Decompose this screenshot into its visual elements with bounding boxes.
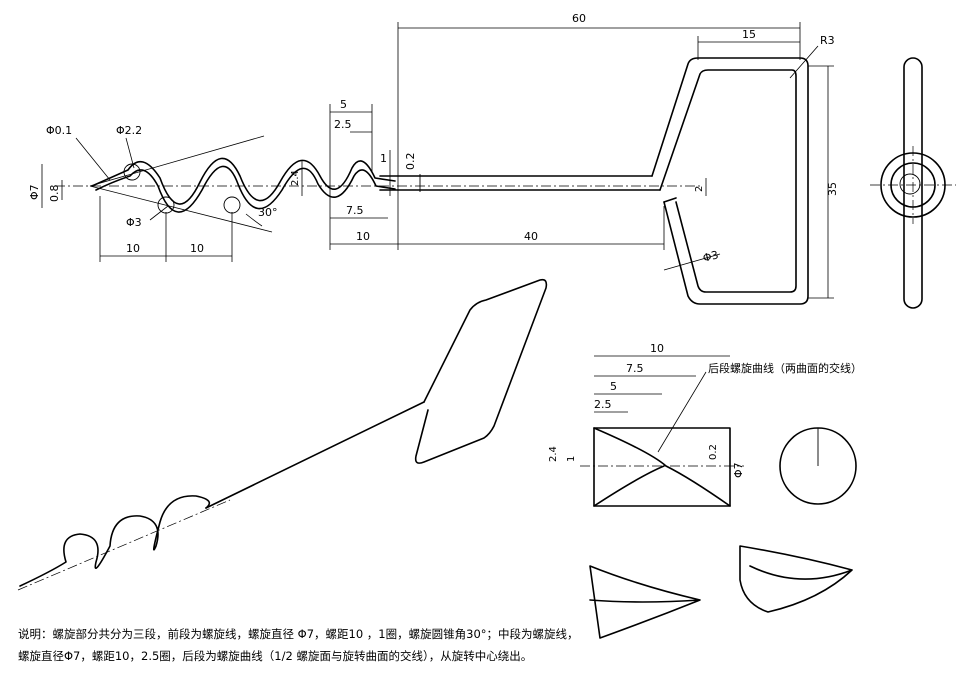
helix-wire-outer bbox=[91, 157, 396, 205]
detail-dim-2-4-label: 2.4 bbox=[548, 446, 559, 462]
handle-inner bbox=[659, 69, 797, 293]
dim-10-c-label: 10 bbox=[356, 230, 370, 243]
dim-phi2-2-label: Φ2.2 bbox=[116, 124, 142, 137]
dim-phi0-1-label: Φ0.1 bbox=[46, 124, 72, 137]
detail-dim-7-5-label: 7.5 bbox=[626, 362, 644, 375]
dim-0-8-label: 0.8 bbox=[48, 185, 61, 203]
detail-view: 10 7.5 5 2.5 2.4 1 0.2 Φ7 后段螺旋曲线（两曲面的交线） bbox=[548, 342, 862, 639]
iso-shaft bbox=[205, 401, 425, 509]
iso-handle bbox=[414, 278, 548, 464]
dim-1-label: 1 bbox=[380, 152, 387, 165]
dim-phi3-left-leader bbox=[149, 205, 169, 221]
dim-10-a-label: 10 bbox=[126, 242, 140, 255]
dim-2-right-label: 2 bbox=[694, 186, 705, 192]
dim-cone-lower bbox=[89, 185, 273, 233]
dim-0-2-label: 0.2 bbox=[404, 153, 417, 171]
detail-frame bbox=[593, 427, 731, 507]
helix-section-circle-b bbox=[223, 196, 241, 214]
dim-phi2-2-leader bbox=[125, 137, 135, 169]
helix-wire-inner bbox=[95, 165, 396, 213]
detail-curve-lower bbox=[593, 465, 665, 507]
dim-40-label: 40 bbox=[524, 230, 538, 243]
dim-2-5-label: 2.5 bbox=[334, 118, 352, 131]
dim-35-label: 35 bbox=[826, 182, 839, 196]
detail-label: 后段螺旋曲线（两曲面的交线） bbox=[708, 361, 862, 375]
iso-axis bbox=[17, 499, 231, 591]
note-line-2: 螺旋直径Φ7，螺距10，2.5圈，后段为螺旋曲线（1/2 螺旋面与旋转曲面的交线… bbox=[18, 649, 533, 663]
dim-5-label: 5 bbox=[340, 98, 347, 111]
dim-10-b-label: 10 bbox=[190, 242, 204, 255]
side-view bbox=[870, 57, 956, 309]
isometric-view bbox=[17, 278, 548, 591]
dim-r3-label: R3 bbox=[820, 34, 835, 47]
detail-dim-0-2-label: 0.2 bbox=[708, 444, 719, 460]
iso-helix bbox=[19, 495, 211, 587]
dim-phi3-left-label: Φ3 bbox=[126, 216, 142, 229]
front-view: 60 15 R3 35 5 2.5 1 0.2 Φ0.1 Φ2.2 Φ7 0. bbox=[28, 12, 839, 305]
dim-phi0-1-leader bbox=[75, 137, 111, 181]
note-line-1: 说明：螺旋部分共分为三段，前段为螺旋线，螺旋直径 Φ7，螺距10 ，1圈，螺旋圆… bbox=[18, 627, 579, 641]
dim-2-4-label: 2.4 bbox=[290, 170, 301, 186]
surface-sketch-left bbox=[589, 565, 701, 639]
dim-phi7-label: Φ7 bbox=[28, 184, 41, 200]
side-view-spiral bbox=[899, 173, 921, 195]
dim-15-label: 15 bbox=[742, 28, 756, 41]
handle-outer bbox=[651, 57, 809, 305]
handle-end bbox=[663, 197, 677, 203]
dim-phi3-right-leader bbox=[663, 253, 721, 271]
dim-phi3-right-label: Φ3 bbox=[701, 248, 720, 265]
detail-dim-2-5-label: 2.5 bbox=[594, 398, 612, 411]
side-view-handle bbox=[903, 57, 923, 309]
surface-sketch-right bbox=[739, 545, 853, 613]
dim-cone-upper bbox=[89, 135, 265, 187]
detail-dim-5-label: 5 bbox=[610, 380, 617, 393]
detail-dim-phi7-label: Φ7 bbox=[732, 462, 745, 478]
dim-7-5-label: 7.5 bbox=[346, 204, 364, 217]
detail-label-leader bbox=[657, 371, 707, 453]
dim-30-arc bbox=[245, 213, 263, 227]
detail-dim-10-label: 10 bbox=[650, 342, 664, 355]
dim-60-label: 60 bbox=[572, 12, 586, 25]
detail-dim-1-label: 1 bbox=[566, 456, 577, 462]
dim-r3-leader bbox=[789, 45, 819, 79]
dim-30-label: 30° bbox=[258, 206, 278, 219]
